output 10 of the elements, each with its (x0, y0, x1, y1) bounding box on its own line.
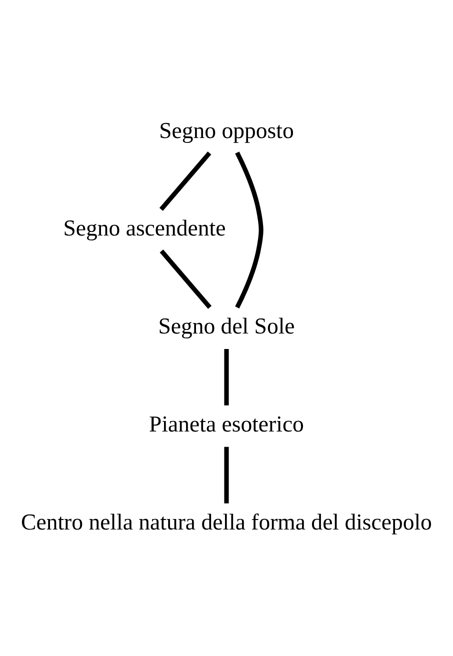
connector (224, 348, 229, 406)
node-text: Centro nella natura della forma del discepolo (21, 510, 432, 535)
node-text: Segno opposto (159, 118, 294, 143)
node-text: Segno ascendente (63, 216, 226, 241)
connector (160, 250, 212, 309)
node-text: Pianeta esoterico (149, 412, 304, 437)
connector (235, 152, 264, 308)
connector (224, 446, 229, 504)
connector (159, 152, 212, 211)
node-text: Segno del Sole (158, 314, 295, 339)
